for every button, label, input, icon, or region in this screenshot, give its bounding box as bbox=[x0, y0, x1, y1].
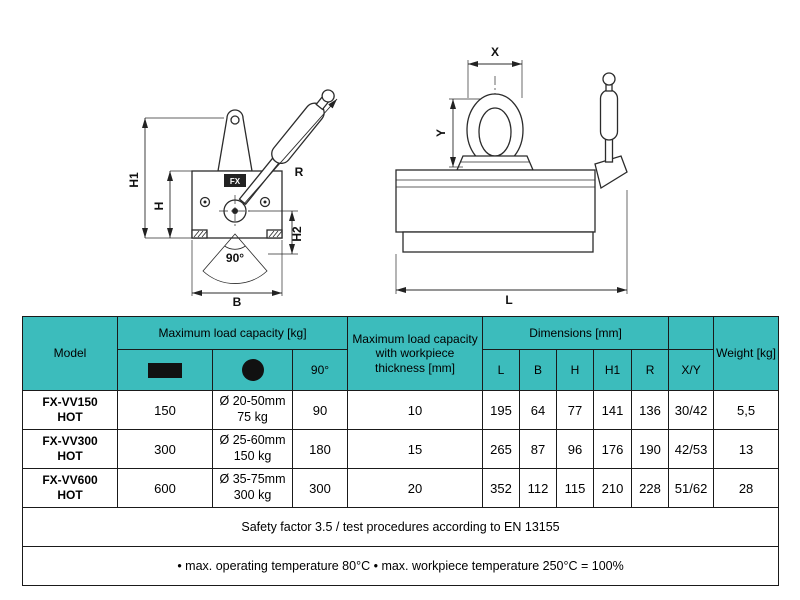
cell-90deg-capacity: 300 bbox=[291, 468, 349, 508]
cell-dim-h: 96 bbox=[556, 429, 595, 469]
fx-logo: FX bbox=[230, 177, 241, 186]
header-dim-b: B bbox=[519, 349, 558, 391]
dim-h2: H2 bbox=[248, 210, 304, 255]
dim-l: L bbox=[395, 190, 628, 307]
cell-thickness: 10 bbox=[347, 390, 484, 430]
dim-x: X bbox=[467, 45, 523, 98]
cell-dim-xy: 51/62 bbox=[668, 468, 715, 508]
magnet-body-front bbox=[395, 155, 628, 253]
header-thickness: Maximum load capacity with workpiece thi… bbox=[347, 316, 484, 391]
cell-dim-b: 112 bbox=[519, 468, 558, 508]
cell-flat-capacity: 150 bbox=[117, 390, 213, 430]
dim-label-h: H bbox=[152, 202, 166, 211]
dim-label-r: R bbox=[295, 165, 304, 179]
cell-90deg-capacity: 90 bbox=[291, 390, 349, 430]
lifting-eye bbox=[456, 93, 534, 171]
cell-flat-capacity: 600 bbox=[117, 468, 213, 508]
cell-dim-h1: 141 bbox=[593, 390, 633, 430]
table-footer-row: • max. operating temperature 80°C • max.… bbox=[21, 546, 780, 586]
cell-dim-l: 195 bbox=[482, 390, 521, 430]
cell-dim-h1: 176 bbox=[593, 429, 633, 469]
handle-side bbox=[238, 89, 335, 206]
table-footer-row: Safety factor 3.5 / test procedures acco… bbox=[21, 507, 780, 547]
round-material-icon bbox=[241, 359, 264, 381]
cell-dim-r: 136 bbox=[631, 390, 670, 430]
dim-r: R bbox=[242, 98, 338, 206]
dim-h: H bbox=[152, 170, 192, 238]
cell-dim-b: 87 bbox=[519, 429, 558, 469]
cell-flat-capacity: 300 bbox=[117, 429, 213, 469]
header-dim-h: H bbox=[556, 349, 595, 391]
cell-dim-l: 265 bbox=[482, 429, 521, 469]
dim-label-h1: H1 bbox=[127, 172, 141, 188]
cell-dim-h1: 210 bbox=[593, 468, 633, 508]
handle-front bbox=[599, 72, 619, 163]
header-dimensions: Dimensions [mm] bbox=[482, 316, 670, 350]
header-flat-material bbox=[117, 349, 213, 391]
footer-temperature-note: • max. operating temperature 80°C • max.… bbox=[21, 546, 780, 586]
cell-dim-h: 115 bbox=[556, 468, 595, 508]
dim-label-angle: 90° bbox=[226, 251, 244, 265]
header-round-material bbox=[212, 349, 293, 391]
header-xy-spacer bbox=[668, 316, 715, 350]
dim-label-l: L bbox=[505, 293, 512, 307]
cell-weight: 28 bbox=[713, 468, 780, 508]
header-weight: Weight [kg] bbox=[713, 316, 780, 391]
header-90deg: 90° bbox=[291, 349, 349, 391]
header-dim-h1: H1 bbox=[593, 349, 633, 391]
cell-dim-r: 190 bbox=[631, 429, 670, 469]
cell-dim-r: 228 bbox=[631, 468, 670, 508]
dim-h1: H1 bbox=[127, 117, 224, 239]
flat-material-icon bbox=[148, 362, 182, 378]
dim-b: B bbox=[191, 240, 283, 309]
vee-groove-angle: 90° bbox=[202, 233, 268, 284]
header-model: Model bbox=[22, 316, 118, 391]
cell-weight: 5,5 bbox=[713, 390, 780, 430]
side-view-drawing: FX 90° H1 bbox=[127, 89, 338, 309]
header-dim-r: R bbox=[631, 349, 670, 391]
header-dim-l: L bbox=[482, 349, 521, 391]
cell-weight: 13 bbox=[713, 429, 780, 469]
spec-table: Model Maximum load capacity [kg] Maximum… bbox=[21, 316, 780, 586]
cell-dim-l: 352 bbox=[482, 468, 521, 508]
dim-label-y: Y bbox=[434, 129, 448, 137]
cell-dim-h: 77 bbox=[556, 390, 595, 430]
header-max-load: Maximum load capacity [kg] bbox=[116, 316, 349, 350]
dim-label-h2: H2 bbox=[290, 226, 304, 242]
cell-90deg-capacity: 180 bbox=[291, 429, 349, 469]
header-dim-xy: X/Y bbox=[668, 349, 715, 391]
dim-label-b: B bbox=[233, 295, 242, 309]
footer-safety-note: Safety factor 3.5 / test procedures acco… bbox=[21, 507, 780, 547]
dim-y: Y bbox=[434, 98, 481, 168]
cell-dim-xy: 42/53 bbox=[668, 429, 715, 469]
front-view-drawing: X Y L bbox=[395, 45, 628, 307]
magnet-body-side: FX bbox=[191, 109, 283, 239]
cell-dim-xy: 30/42 bbox=[668, 390, 715, 430]
cell-dim-b: 64 bbox=[519, 390, 558, 430]
cell-thickness: 15 bbox=[347, 429, 484, 469]
cell-thickness: 20 bbox=[347, 468, 484, 508]
dim-label-x: X bbox=[491, 45, 499, 59]
